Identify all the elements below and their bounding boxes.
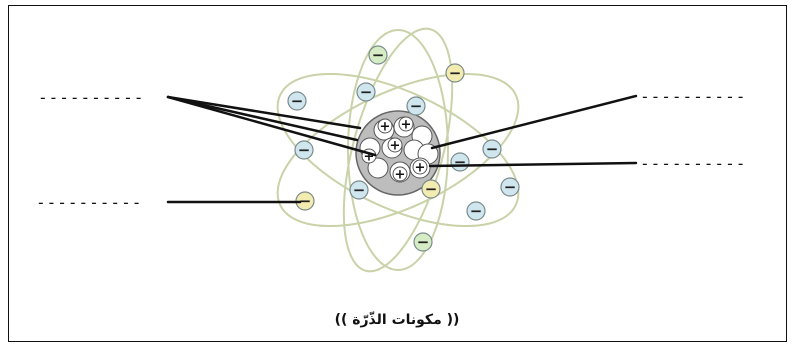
proton: +: [377, 118, 393, 135]
blank-label-top-right: ----------: [640, 87, 747, 106]
electron-body: [406, 96, 426, 116]
blank-label-bottom-left: ----------: [36, 193, 143, 212]
electron-sign: −: [417, 233, 430, 251]
electron-body: [466, 201, 486, 221]
electron: −: [445, 63, 465, 83]
protons: + + + + + +: [361, 116, 428, 183]
electron: −: [294, 140, 314, 160]
electron: −: [356, 82, 376, 102]
blank-label-middle-right: ----------: [640, 154, 747, 173]
electron-body: [445, 63, 465, 83]
diagram-caption: (( مكونات الذّرّة )): [334, 312, 460, 328]
electron-body: [294, 140, 314, 160]
electron: −: [466, 201, 486, 221]
leader-line: [166, 95, 359, 142]
electron-sign: −: [298, 141, 311, 159]
proton: +: [412, 159, 428, 176]
electron: −: [368, 45, 388, 65]
orbit-3: [347, 29, 449, 271]
electron-sign: −: [360, 83, 373, 101]
electron-body: [287, 91, 307, 111]
electron-body: [349, 180, 369, 200]
electron-sign: −: [372, 46, 385, 64]
neutron: [367, 157, 389, 179]
proton-sign: +: [380, 120, 391, 135]
proton: +: [398, 116, 414, 133]
electron-sign: −: [454, 153, 467, 171]
electron-sign: −: [353, 181, 366, 199]
electron: −: [413, 232, 433, 252]
proton: +: [392, 166, 408, 183]
electron-body: [482, 139, 502, 159]
proton: +: [387, 137, 403, 154]
electron-body: [413, 232, 433, 252]
proton-body: [398, 116, 414, 132]
electron-sign: −: [410, 97, 423, 115]
electron-body: [356, 82, 376, 102]
electron: −: [421, 179, 441, 199]
proton-body: [392, 166, 408, 182]
leader-line: [430, 94, 638, 150]
proton-sign: +: [401, 118, 412, 133]
electron-sign: −: [425, 180, 438, 198]
leader-line: [428, 161, 638, 168]
electron-sign: −: [299, 192, 312, 210]
electron-sign: −: [291, 92, 304, 110]
electron-sign: −: [449, 64, 462, 82]
proton-sign: +: [364, 150, 375, 165]
leader-lines: [166, 94, 638, 204]
electron: −: [450, 152, 470, 172]
leader-line: [166, 95, 362, 130]
electron-body: [421, 179, 441, 199]
electron: −: [500, 177, 520, 197]
blank-label-top-left: ----------: [38, 88, 145, 107]
electron: −: [349, 180, 369, 200]
electron-body: [368, 45, 388, 65]
electron-sign: −: [470, 202, 483, 220]
leader-line: [166, 95, 377, 157]
electrons: − − − − − − − − − − − − − −: [287, 45, 520, 252]
proton-body: [387, 137, 403, 153]
electron-sign: −: [486, 140, 499, 158]
proton-body: [412, 159, 428, 175]
electron: −: [482, 139, 502, 159]
proton-sign: +: [390, 139, 401, 154]
proton-sign: +: [395, 168, 406, 183]
orbit-2: [276, 72, 520, 228]
electron: −: [406, 96, 426, 116]
electron-sign: −: [504, 178, 517, 196]
proton-body: [377, 118, 393, 134]
electron-body: [500, 177, 520, 197]
proton-sign: +: [415, 161, 426, 176]
electron: −: [287, 91, 307, 111]
